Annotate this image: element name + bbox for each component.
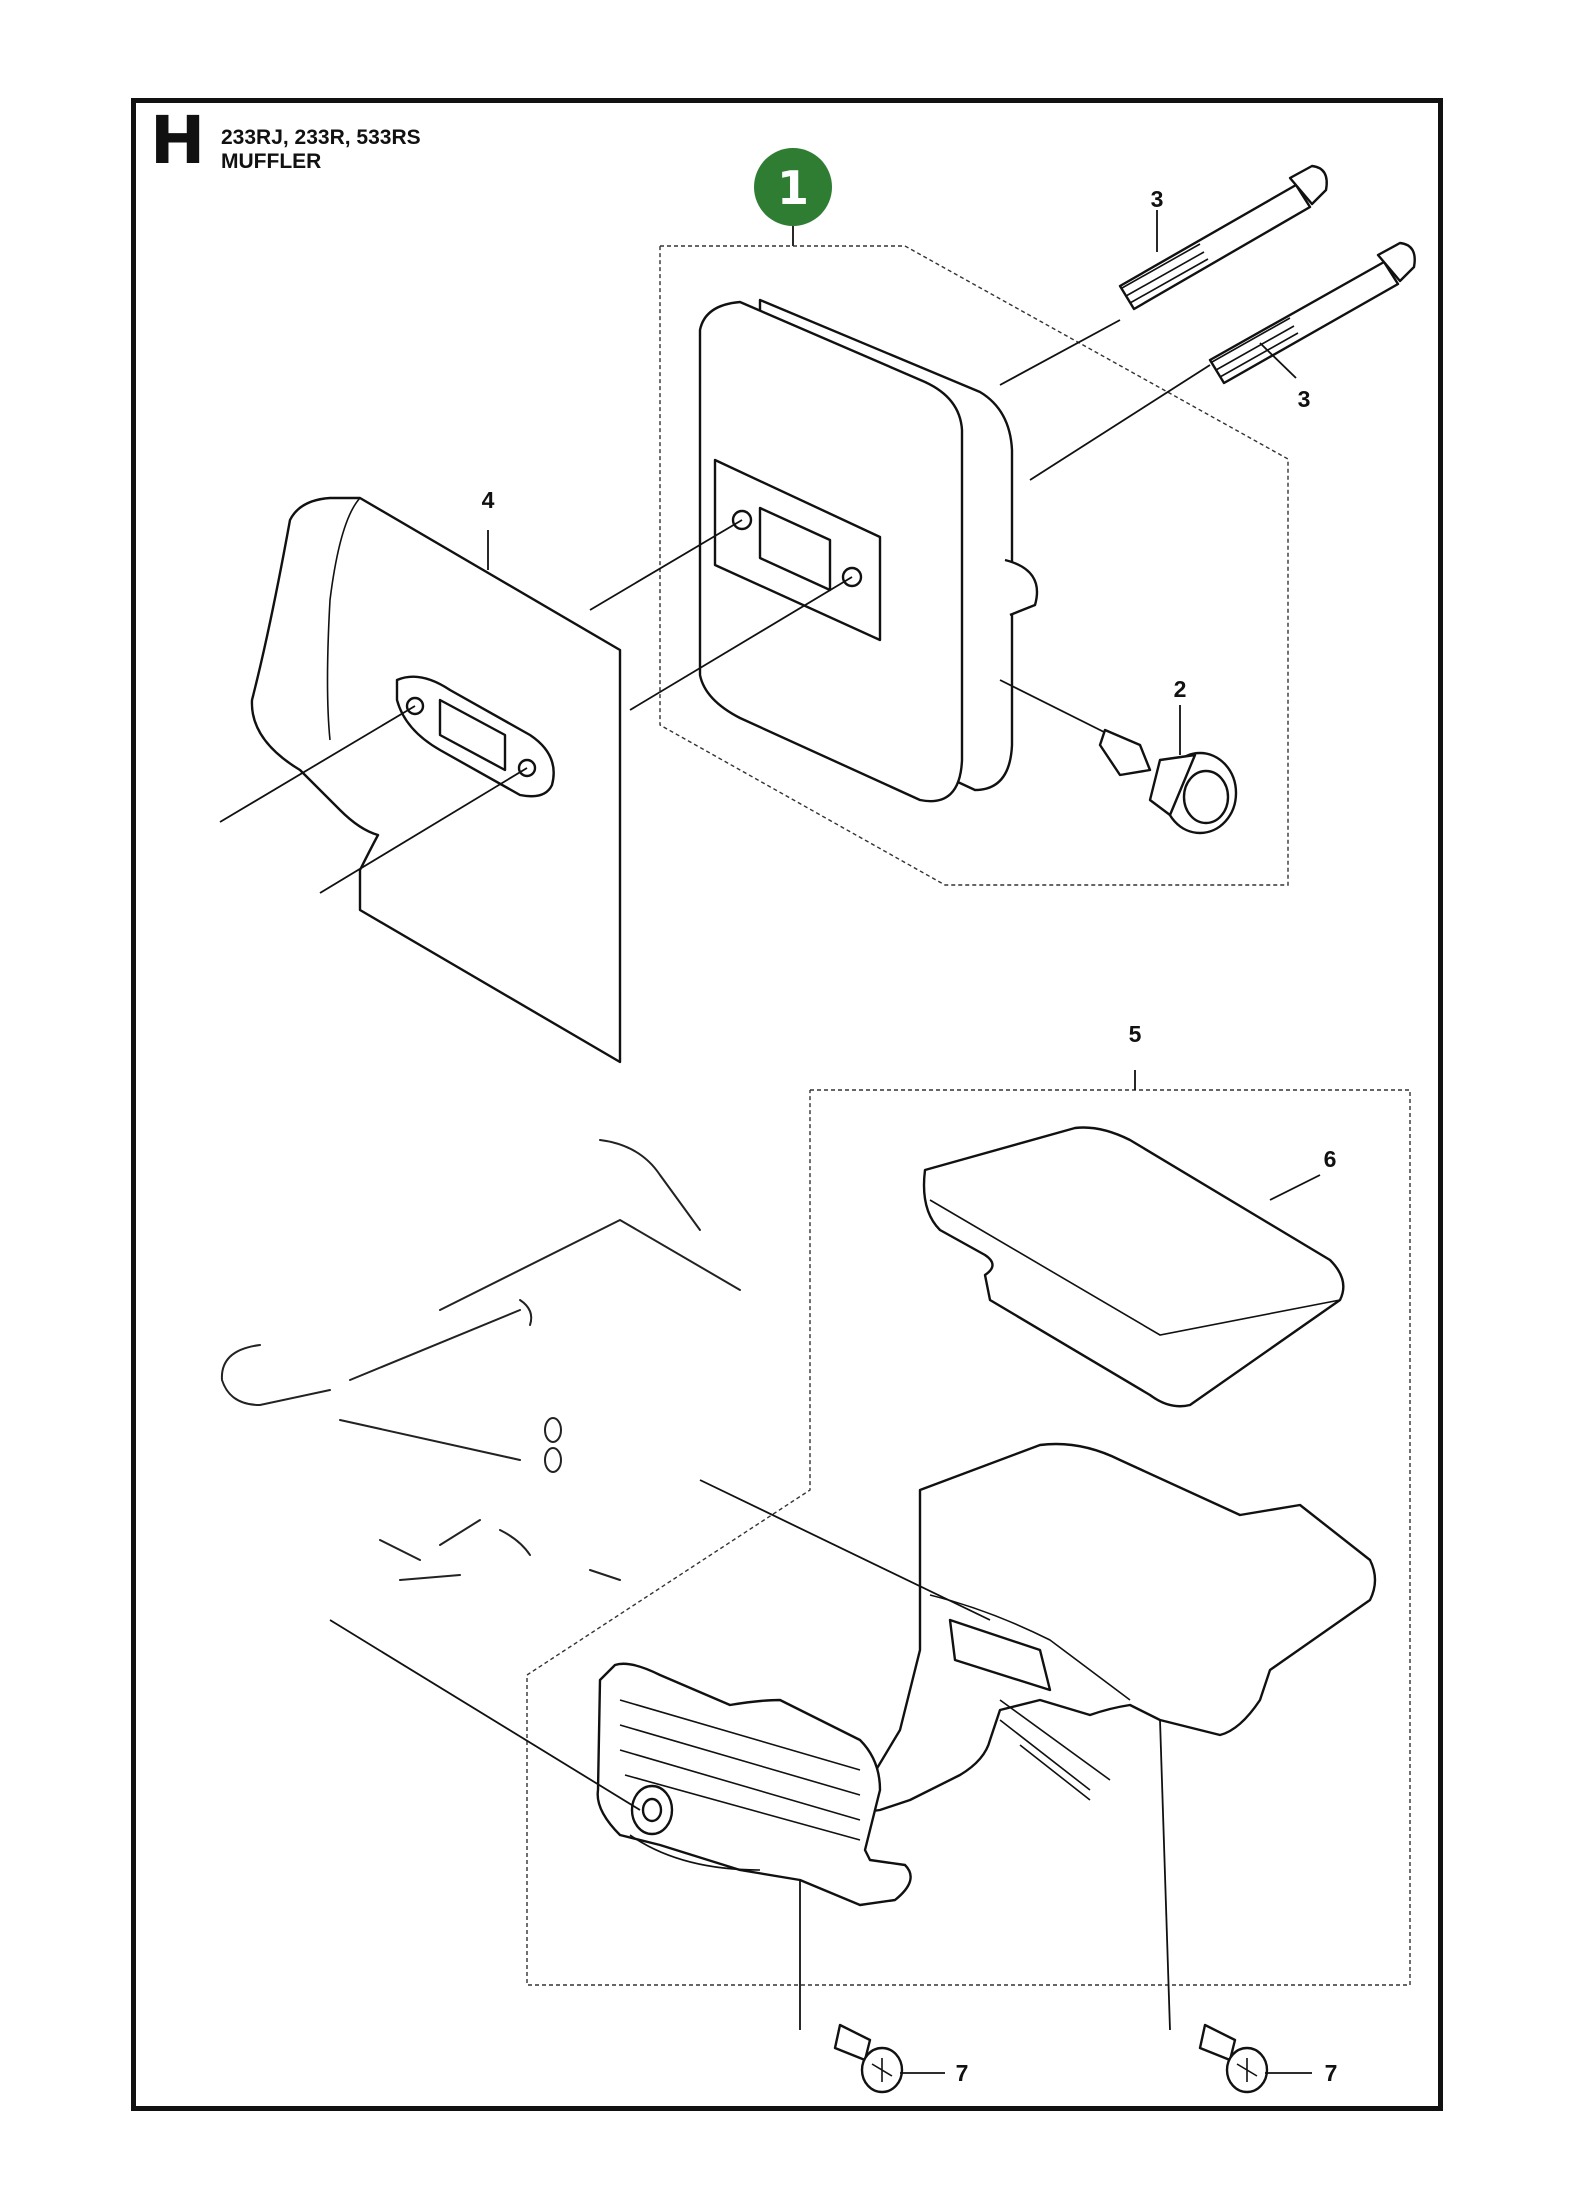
callout-spark-screen: 2 [1174, 676, 1187, 702]
bolt-top[interactable] [999, 164, 1328, 386]
inner-guard-boss-hole [641, 1797, 663, 1823]
insulation-plate-edge [929, 1199, 1341, 1336]
guard-assembly-group-box [526, 1089, 1411, 1986]
muffler-assembly-group-box [659, 245, 1289, 886]
callout-heat-shield: 4 [482, 487, 495, 513]
engine-outline-stroke-2 [439, 1218, 741, 1311]
outer-guard-slot [948, 1618, 1052, 1692]
spark-screen-body [1148, 753, 1197, 817]
screw-left[interactable] [799, 1880, 945, 2094]
engine-outline-stroke-3 [220, 1344, 331, 1407]
guard-mount-line-bottom [329, 1619, 641, 1811]
engine-outline-stroke-4 [339, 1309, 521, 1461]
screw-right-shank [1198, 2023, 1237, 2062]
bolt-lower[interactable] [1029, 241, 1416, 481]
heat-shield-mount-line-bottom [319, 767, 528, 894]
heat-shield[interactable] [250, 496, 622, 1064]
callout-bolt-lower: 3 [1298, 386, 1311, 412]
model-list: 233RJ, 233R, 533RS [221, 126, 421, 149]
outer-guard-cover [838, 1442, 1377, 1813]
screw-right-drive [1236, 2058, 1258, 2082]
inner-guard-housing [596, 1662, 912, 1907]
callout-insulation-plate: 6 [1324, 1146, 1337, 1172]
bolt-top-head [1288, 164, 1328, 206]
inner-guard-base-arc [629, 1834, 761, 1871]
engine-outline-stroke-7 [399, 1569, 621, 1581]
insulation-plate-sheet [922, 1126, 1345, 1408]
heat-shield-plate [250, 496, 622, 1064]
section-letter: H [150, 102, 206, 179]
callout-screw-left: 7 [956, 2060, 969, 2086]
engine-outline-ring-2 [544, 1447, 562, 1473]
engine-outline [220, 1139, 741, 1581]
screw-left-drive [871, 2058, 893, 2082]
bolt-lower-callout-leader [1259, 342, 1297, 379]
screw-right-leader [1159, 1719, 1171, 2031]
spark-screen-mesh [1182, 769, 1230, 825]
heat-shield-mount-line-top [219, 705, 416, 823]
bolt-lower-leader [1029, 364, 1211, 481]
inner-guard-grille [619, 1699, 861, 1841]
engine-outline-stroke-6 [379, 1519, 531, 1561]
guard-mount-line-top [699, 1479, 991, 1621]
screw-left-shank [833, 2023, 872, 2062]
drawing-frame [131, 98, 1443, 2111]
muffler-side-boss [1004, 558, 1039, 617]
engine-outline-stroke-5 [519, 1299, 533, 1326]
assembly-badge-circle [754, 148, 832, 226]
bolt-top-leader [999, 319, 1121, 386]
spark-screen-tab [1098, 728, 1152, 777]
muffler-mount-line-bottom [629, 576, 853, 711]
title-block: 233RJ, 233R, 533RS MUFFLER [221, 126, 421, 174]
inner-guard[interactable] [596, 1662, 912, 1907]
bolt-lower-head [1376, 241, 1416, 283]
bolt-top-shank [1118, 183, 1312, 311]
screw-right[interactable] [1159, 1719, 1312, 2094]
spark-screen[interactable] [999, 679, 1238, 835]
assembly-badge-label: 1 [777, 161, 809, 215]
muffler-mount-line-top [589, 519, 743, 611]
spark-screen-leader [999, 679, 1121, 741]
heat-shield-port [438, 698, 507, 772]
engine-outline-ring-1 [544, 1417, 562, 1443]
heat-shield-fold [326, 497, 361, 741]
outer-guard[interactable] [838, 1442, 1377, 1813]
callout-bolt-top: 3 [1151, 186, 1164, 212]
bolt-top-thread [1121, 243, 1209, 304]
bolt-lower-thread [1211, 317, 1299, 378]
callout-guard-assembly: 5 [1129, 1021, 1142, 1047]
group-name: MUFFLER [221, 150, 322, 173]
callout-screw-right: 7 [1325, 2060, 1338, 2086]
insulation-plate-callout-leader [1269, 1174, 1321, 1201]
bolt-lower-shank [1208, 260, 1400, 385]
assembly-badge[interactable]: 1 [754, 148, 832, 226]
engine-outline-stroke-1 [599, 1139, 701, 1231]
insulation-plate[interactable] [922, 1126, 1345, 1408]
muffler-body[interactable] [698, 298, 1039, 803]
outer-guard-vents [999, 1699, 1111, 1801]
